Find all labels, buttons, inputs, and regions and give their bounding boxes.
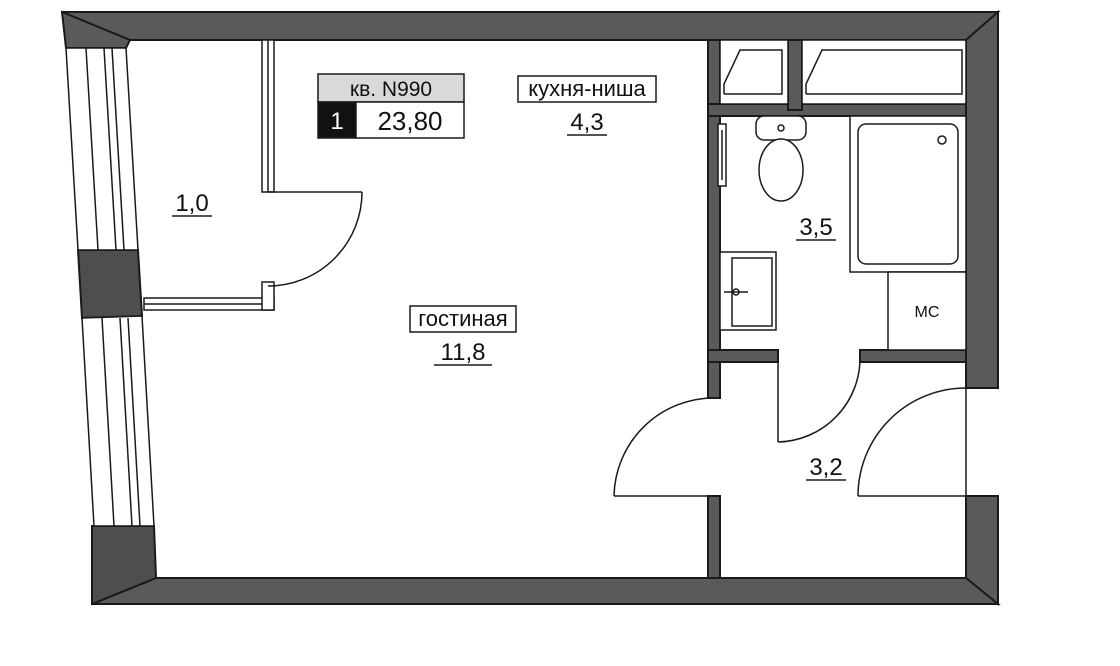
bathroom-door xyxy=(777,355,861,443)
closet-partition xyxy=(143,39,275,311)
living-room-label: гостиная 11,8 xyxy=(409,305,517,366)
wall-left-middle xyxy=(76,249,144,320)
ventilation-shaft-right xyxy=(801,39,967,105)
kitchen-area: 4,3 xyxy=(570,109,603,136)
kitchen-label-frame xyxy=(517,75,657,103)
living-room-door xyxy=(613,397,715,497)
closet-label: 1,0 xyxy=(172,190,212,217)
apartment-number-header xyxy=(317,73,465,103)
wall-bathroom-bottom-right xyxy=(859,349,967,363)
kitchen-label: кухня-ниша 4,3 xyxy=(517,75,657,136)
entrance-door xyxy=(857,387,998,497)
hall-label: 3,2 xyxy=(806,454,846,481)
total-area: 23,80 xyxy=(377,106,442,136)
towel-rail-icon xyxy=(717,123,727,187)
living-room-area: 11,8 xyxy=(441,339,486,366)
toilet-icon xyxy=(755,115,807,202)
window-upper xyxy=(65,47,139,251)
apartment-number: кв. N990 xyxy=(350,78,432,101)
living-room-label-frame xyxy=(409,305,517,333)
wall-right-upper xyxy=(965,9,999,389)
kitchen-name: кухня-ниша xyxy=(528,76,646,101)
closet-door xyxy=(267,191,363,287)
bathroom-area: 3,5 xyxy=(799,214,832,241)
sink-icon xyxy=(719,251,777,331)
utility-shaft-ms: МС xyxy=(887,271,967,351)
wall-bathroom-left-upper xyxy=(707,39,721,399)
wall-bathroom-left-lower xyxy=(707,495,721,579)
wall-shaft-bottom xyxy=(707,103,967,117)
wall-bottom xyxy=(91,577,1001,605)
hall-area: 3,2 xyxy=(809,454,842,481)
apartment-info-box: кв. N990 1 23,80 xyxy=(317,73,465,139)
bathroom-label: 3,5 xyxy=(796,214,836,241)
ventilation-shaft-left xyxy=(719,39,789,105)
total-area-cell xyxy=(355,101,465,139)
living-room-name: гостиная xyxy=(418,306,507,331)
room-count: 1 xyxy=(330,108,343,135)
bathtub-icon xyxy=(849,115,967,273)
wall-top xyxy=(61,11,1001,41)
wall-bathroom-bottom-left xyxy=(707,349,779,363)
wall-shaft-divider xyxy=(787,39,803,111)
window-lower xyxy=(81,315,155,527)
ms-label: МС xyxy=(915,304,940,321)
closet-area: 1,0 xyxy=(175,190,208,217)
